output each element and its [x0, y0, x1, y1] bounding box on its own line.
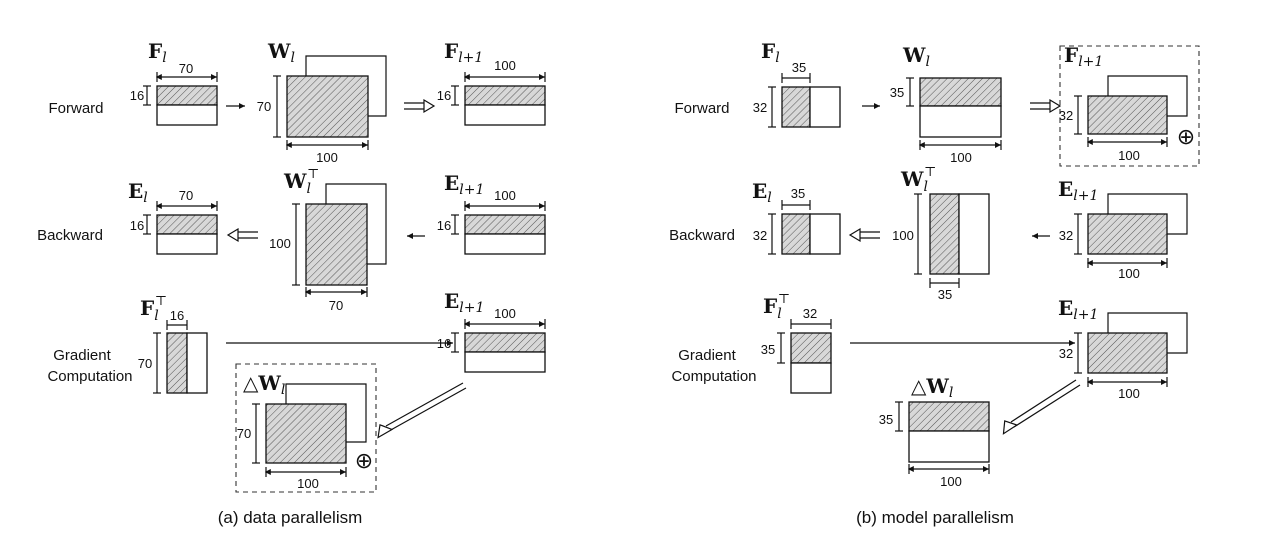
a-grad-dW-symbol: △Wl [243, 371, 285, 398]
b-fwd-Fnext-height: 32 [1059, 108, 1073, 123]
b-grad-FT-height: 35 [761, 342, 775, 357]
a-fwd-W-symbol: Wl [267, 39, 295, 66]
a-fwd-Fnext-width: 100 [494, 58, 516, 73]
a-bwd-Enext-width: 100 [494, 188, 516, 203]
a-bwd-E-symbol: El [128, 179, 148, 206]
b-forward-W-block: Wl 35 100 [890, 43, 1002, 165]
b-allreduce-oplus-icon: ⊕ [1177, 124, 1195, 149]
a-bwd-Enext-symbol: El+1 [444, 171, 484, 198]
a-fwd-F-symbol: Fl [148, 39, 167, 66]
row-label-forward: Forward [48, 100, 103, 117]
b-grad-dW-height: 35 [879, 412, 893, 427]
caption-model-parallelism: (b) model parallelism [856, 508, 1014, 527]
b-backward-E-next-block: El+1 32 100 [1058, 177, 1188, 281]
a-forward-F-next-block: Fl+1 100 16 [437, 39, 546, 126]
a-allreduce-oplus-icon: ⊕ [355, 448, 373, 473]
a-backward-E-block: El 70 16 [128, 179, 218, 255]
a-forward-F-block: Fl 70 16 [130, 39, 218, 126]
a-bwd-E-width: 70 [179, 188, 193, 203]
a-fwd-F-height: 16 [130, 88, 144, 103]
a-grad-dW-height: 70 [237, 426, 251, 441]
b-bwd-Enext-symbol: El+1 [1058, 177, 1098, 204]
b-gradient-E-next-block: El+1 32 100 [1058, 296, 1188, 401]
b-fwd-F-symbol: Fl [761, 39, 780, 66]
b-backward-WT-block: Wl⊤ 100 35 [892, 165, 990, 302]
a-bwd-WT-width: 70 [329, 298, 343, 313]
a-fwd-Fnext-height: 16 [437, 88, 451, 103]
b-bwd-WT-symbol: Wl⊤ [900, 165, 936, 195]
a-grad-Enext-symbol: El+1 [444, 289, 484, 316]
b-grad-FT-width: 32 [803, 306, 817, 321]
row-label-computation-b: Computation [671, 368, 756, 385]
a-fwd-F-width: 70 [179, 61, 193, 76]
b-grad-diagonal-arrow [1002, 379, 1081, 435]
a-grad-Enext-height: 16 [437, 336, 451, 351]
b-gradient-dW-block: △Wl 35 100 [879, 374, 990, 489]
a-grad-diagonal-arrow [377, 382, 467, 439]
b-grad-Enext-width: 100 [1118, 386, 1140, 401]
row-label-backward-b: Backward [669, 227, 735, 244]
b-fwd-Fnext-width: 100 [1118, 148, 1140, 163]
b-fwd-F-width: 35 [792, 60, 806, 75]
a-dW-dashed-frame [235, 363, 377, 493]
a-gradient-dW-block: △Wl 70 100 ⊕ [235, 363, 377, 493]
a-bwd-WT-height: 100 [269, 236, 291, 251]
a-grad-FT-width: 16 [170, 308, 184, 323]
a-gradient-E-next-block: El+1 100 16 [437, 289, 546, 373]
b-forward-F-next-block: Fl+1 32 100 ⊕ [1059, 43, 1200, 167]
row-label-backward: Backward [37, 227, 103, 244]
b-gradient-FT-block: Fl⊤ 32 35 [761, 292, 832, 394]
b-bwd-E-symbol: El [752, 179, 772, 206]
row-label-forward-b: Forward [674, 100, 729, 117]
b-bwd-WT-height: 100 [892, 228, 914, 243]
b-Fnext-dashed-frame [1059, 45, 1200, 167]
b-bwd-Enext-width: 100 [1118, 266, 1140, 281]
b-backward-E-block: El 35 32 [752, 179, 841, 255]
b-fwd-W-height: 35 [890, 85, 904, 100]
b-grad-FT-symbol: Fl⊤ [763, 292, 790, 322]
b-bwd-Enext-height: 32 [1059, 228, 1073, 243]
b-bwd-E-height: 32 [753, 228, 767, 243]
a-grad-Enext-width: 100 [494, 306, 516, 321]
a-bwd-WT-symbol: Wl⊤ [283, 167, 319, 197]
a-grad-FT-symbol: Fl⊤ [140, 294, 167, 324]
a-fwd-W-height: 70 [257, 99, 271, 114]
a-grad-FT-height: 70 [138, 356, 152, 371]
row-label-gradient-b: Gradient [678, 347, 736, 364]
b-fwd-W-symbol: Wl [902, 43, 930, 70]
b-grad-Enext-symbol: El+1 [1058, 296, 1098, 323]
row-label-computation: Computation [47, 368, 132, 385]
a-forward-W-block: Wl 70 100 [257, 39, 387, 165]
a-bwd-E-height: 16 [130, 218, 144, 233]
a-bwd-double-arrow [226, 227, 258, 243]
a-fwd-W-width: 100 [316, 150, 338, 165]
b-bwd-double-arrow [848, 227, 880, 243]
a-backward-E-next-block: El+1 100 16 [437, 171, 546, 255]
b-forward-F-block: Fl 35 32 [753, 39, 841, 128]
b-bwd-E-width: 35 [791, 186, 805, 201]
a-bwd-Enext-height: 16 [437, 218, 451, 233]
b-grad-dW-width: 100 [940, 474, 962, 489]
b-fwd-double-arrow [1030, 98, 1062, 114]
b-bwd-WT-width: 35 [938, 287, 952, 302]
b-grad-dW-symbol: △Wl [911, 374, 953, 401]
a-fwd-double-arrow [404, 98, 436, 114]
a-gradient-FT-block: Fl⊤ 16 70 [138, 294, 208, 394]
a-backward-WT-block: Wl⊤ 100 70 [269, 167, 387, 313]
b-grad-Enext-height: 32 [1059, 346, 1073, 361]
row-label-gradient: Gradient [53, 347, 111, 364]
a-fwd-F-shaded [156, 85, 218, 106]
b-fwd-W-width: 100 [950, 150, 972, 165]
a-fwd-Fnext-symbol: Fl+1 [444, 39, 483, 66]
a-grad-dW-width: 100 [297, 476, 319, 491]
b-fwd-F-height: 32 [753, 100, 767, 115]
caption-data-parallelism: (a) data parallelism [218, 508, 363, 527]
b-fwd-Fnext-symbol: Fl+1 [1064, 43, 1103, 70]
